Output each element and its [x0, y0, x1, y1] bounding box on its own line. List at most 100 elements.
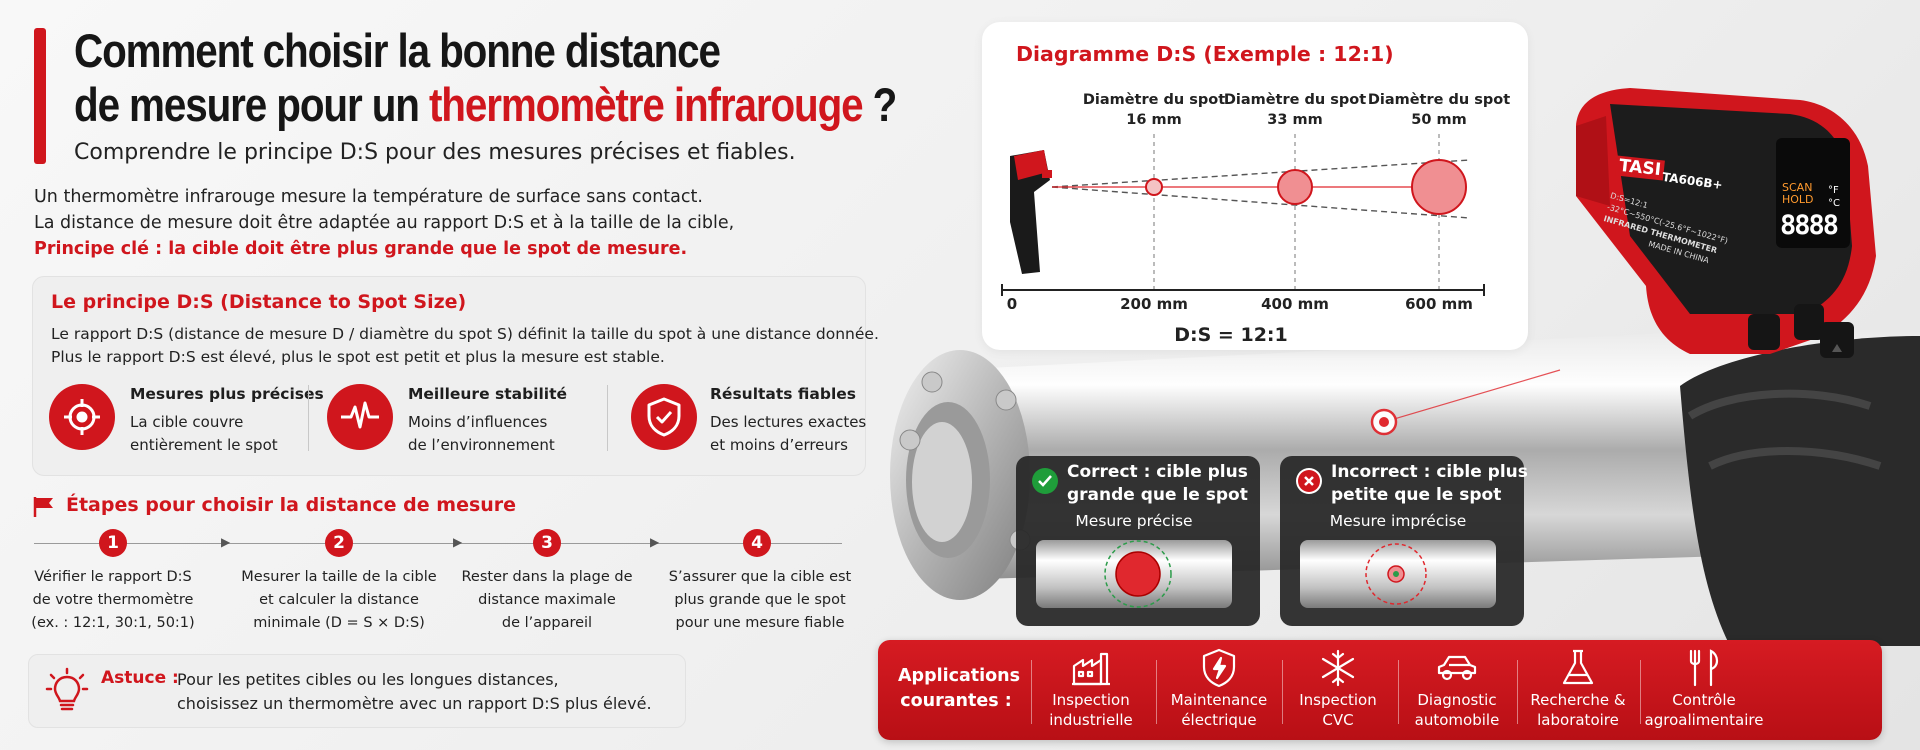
step-arrow-icon: ▶ [221, 535, 231, 549]
app-item-electrical: Maintenance électrique [1160, 646, 1278, 736]
app-label: Inspection CVC [1299, 690, 1376, 730]
app-label-line: Inspection [1052, 691, 1130, 709]
applications-divider [1640, 660, 1641, 724]
app-label-line: Diagnostic [1417, 691, 1497, 709]
step-line: de l’appareil [501, 615, 593, 631]
applications-divider [1156, 660, 1157, 724]
feature-desc-line: Des lectures exactes [710, 413, 867, 431]
flask-icon [1556, 646, 1600, 690]
feature-desc-line: Moins d’influences [408, 413, 548, 431]
app-label-line: électrique [1181, 711, 1257, 729]
step-line: pour une mesure fiable [675, 615, 845, 631]
spot-label-2: Diamètre du spot 33 mm [1224, 90, 1366, 130]
spot-label-3: Diamètre du spot 50 mm [1368, 90, 1510, 130]
principle-text: Le rapport D:S (distance de mesure D / d… [51, 323, 879, 369]
step-text-1: Vérifier le rapport D:S de votre thermom… [31, 566, 194, 635]
step-line: de votre thermomètre [32, 592, 194, 608]
feature-desc-line: entièrement le spot [130, 436, 278, 454]
spot-label-line: 16 mm [1126, 112, 1182, 128]
app-item-laboratory: Recherche & laboratoire [1519, 646, 1637, 736]
step-text-3: Rester dans la plage de distance maximal… [461, 566, 632, 635]
applications-divider [1031, 660, 1032, 724]
intro-line1: Un thermomètre infrarouge mesure la temp… [34, 187, 703, 207]
thermometer-body [1576, 88, 1920, 646]
spot-label-line: 33 mm [1267, 112, 1323, 128]
ds-diagram-card: Diagramme D:S (Exemple : 12:1) Diamètre … [982, 22, 1528, 350]
title-highlight: thermomètre infrarouge [428, 78, 864, 131]
check-circle-icon [1032, 468, 1058, 494]
incorrect-subtitle: Mesure imprécise [1329, 512, 1467, 530]
app-label-line: agroalimentaire [1644, 711, 1764, 729]
app-item-hvac: Inspection CVC [1279, 646, 1397, 736]
laser-beam [1370, 369, 1561, 436]
app-label-line: Contrôle [1672, 691, 1736, 709]
title-suffix: ? [872, 78, 898, 131]
step-arrow-icon: ▶ [650, 535, 660, 549]
step-line: Mesurer la taille de la cible [241, 569, 437, 585]
spot-label-line: Diamètre du spot [1367, 92, 1511, 108]
step-line: plus grande que le spot [674, 592, 846, 608]
feature-desc-precision: La cible couvre entièrement le spot [130, 411, 278, 457]
screen-unit-c: °C [1828, 198, 1840, 209]
applications-title: Applications courantes : [898, 664, 1021, 714]
page-subtitle: Comprendre le principe D:S pour des mesu… [74, 140, 796, 165]
thermometer-mini-icon [1010, 150, 1052, 274]
feature-desc-line: de l’environnement [408, 436, 555, 454]
correct-title-line: grande que le spot [1067, 485, 1248, 505]
app-label: Inspection industrielle [1049, 690, 1133, 730]
axis-tick-400: 400 mm [1261, 295, 1329, 313]
screen-hold-label: HOLD [1782, 193, 1814, 206]
applications-divider [1282, 660, 1283, 724]
steps-title: Étapes pour choisir la distance de mesur… [66, 494, 517, 516]
screen-unit-f: °F [1828, 185, 1839, 196]
x-circle-icon [1296, 468, 1322, 494]
applications-bar: Applications courantes : Inspection indu… [878, 640, 1882, 740]
step-line: et calculer la distance [259, 592, 419, 608]
electric-shield-icon [1197, 646, 1241, 690]
step-line: S’assurer que la cible est [668, 569, 852, 585]
app-label: Maintenance électrique [1171, 690, 1268, 730]
tip-label: Astuce : [101, 668, 179, 688]
correct-subtitle: Mesure précise [1075, 512, 1193, 530]
page-title-line2: de mesure pour un thermomètre infrarouge… [74, 78, 898, 132]
applications-title-line: Applications [898, 666, 1021, 686]
step-number-4: 4 [743, 529, 771, 557]
fork-knife-icon [1682, 646, 1726, 690]
principle-title: Le principe D:S (Distance to Spot Size) [51, 291, 467, 313]
step-text-2: Mesurer la taille de la cible et calcule… [241, 566, 436, 635]
app-label-line: Inspection [1299, 691, 1377, 709]
tip-line: choisissez un thermomètre avec un rappor… [177, 694, 652, 713]
incorrect-comparison-card: Incorrect : cible plus petite que le spo… [1280, 456, 1528, 626]
tip-text: Pour les petites cibles ou les longues d… [177, 668, 652, 716]
intro-line2: La distance de mesure doit être adaptée … [34, 213, 735, 233]
car-icon [1435, 646, 1479, 690]
feature-divider [308, 385, 309, 451]
principle-text-line2: Plus le rapport D:S est élevé, plus le s… [51, 348, 665, 366]
app-item-automotive: Diagnostic automobile [1398, 646, 1516, 736]
incorrect-title-line: petite que le spot [1331, 485, 1502, 505]
applications-title-line: courantes : [900, 691, 1012, 711]
principle-box: Le principe D:S (Distance to Spot Size) … [32, 276, 879, 476]
snowflake-icon [1316, 646, 1360, 690]
device-screen-units: °F °C [1828, 184, 1840, 210]
lightbulb-icon [45, 667, 89, 719]
app-label: Diagnostic automobile [1415, 690, 1500, 730]
app-label: Recherche & laboratoire [1530, 690, 1625, 730]
spot-label-line: Diamètre du spot [1082, 92, 1226, 108]
screen-scan-label: SCAN [1782, 181, 1813, 194]
spot-label-line: 50 mm [1411, 112, 1467, 128]
pulse-icon [327, 384, 393, 450]
step-line: distance maximale [478, 592, 616, 608]
app-item-food: Contrôle agroalimentaire [1645, 646, 1763, 736]
target-icon [49, 384, 115, 450]
app-label-line: CVC [1322, 711, 1354, 729]
device-screen-mode: SCAN HOLD [1782, 182, 1814, 206]
page-title-line1: Comment choisir la bonne distance [74, 24, 721, 77]
diagram-title: Diagramme D:S (Exemple : 12:1) [1016, 42, 1394, 66]
title-prefix: de mesure pour un [74, 78, 420, 131]
app-label-line: automobile [1414, 711, 1500, 729]
step-number-2: 2 [325, 529, 353, 557]
correct-title-line: Correct : cible plus [1067, 462, 1248, 482]
step-arrow-icon: ▶ [453, 535, 463, 549]
axis-tick-0: 0 [1006, 295, 1018, 313]
